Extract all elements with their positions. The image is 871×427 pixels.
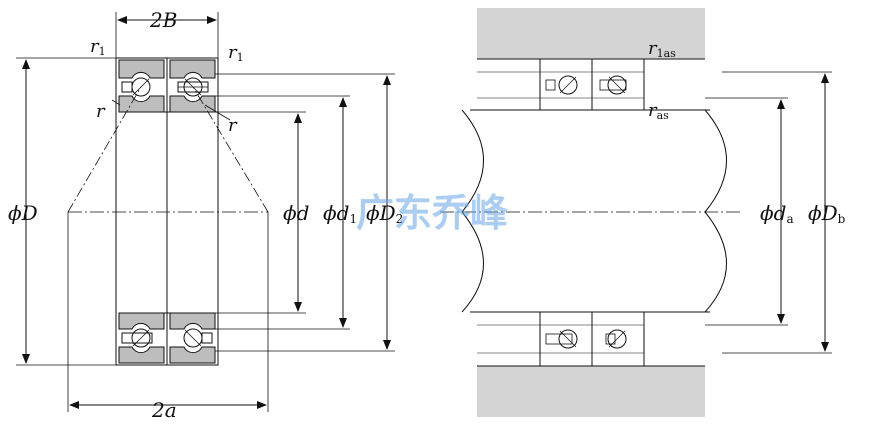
label-phi-D2: ϕD2 (366, 201, 403, 226)
label-2B: 2B (149, 8, 177, 32)
right-labels: r1as ras ϕda ϕDb (648, 38, 846, 226)
inner-ring-top-right (169, 95, 216, 113)
inner-ring-top-left (118, 95, 165, 113)
shaft-break-right (704, 109, 727, 313)
label-r1-right: r1 (228, 42, 244, 64)
label-r1as: r1as (648, 38, 676, 60)
outer-ring-bottom-left (118, 346, 165, 364)
cage-bottom-right (201, 332, 213, 344)
label-r-left: r (96, 101, 106, 122)
label-phi-Db: ϕDb (808, 201, 846, 226)
label-phi-D: ϕD (8, 201, 38, 225)
left-bearing-view (16, 12, 395, 412)
label-ras: ras (648, 100, 669, 122)
watermark-text: 广东乔峰 (356, 191, 508, 235)
label-phi-da: ϕda (760, 201, 794, 226)
label-r-right: r (228, 115, 238, 136)
outer-ring-top-right (169, 59, 216, 79)
label-phi-d: ϕd (283, 201, 309, 225)
contact-line-right (192, 86, 269, 213)
contact-line-left (67, 86, 142, 213)
cage-bottom-left (121, 332, 153, 344)
cage-top-left (121, 81, 133, 93)
inner-ring-bottom-left (118, 312, 165, 330)
inner-ring-bottom-right (169, 312, 216, 330)
housing-top (477, 8, 705, 59)
label-r1-left: r1 (90, 36, 106, 58)
left-labels: 2B r1 r1 r r ϕD ϕd ϕd1 ϕD2 2a (8, 8, 403, 422)
label-phi-d1: ϕd1 (323, 201, 357, 226)
right-mounting-view (440, 8, 832, 417)
housing-bottom (477, 366, 705, 417)
outer-ring-bottom-right (169, 346, 216, 364)
label-2a: 2a (151, 398, 177, 422)
outer-ring-top-left (118, 59, 165, 79)
